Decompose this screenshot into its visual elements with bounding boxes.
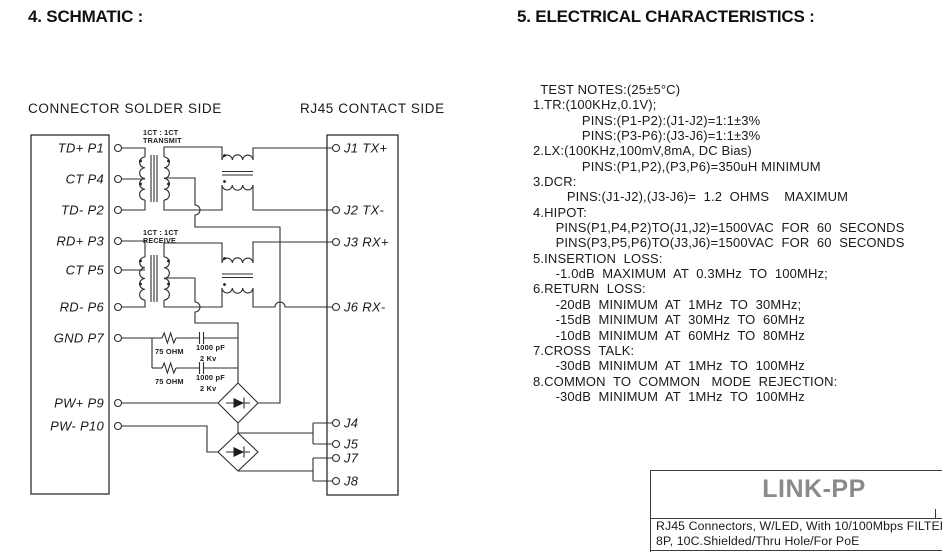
title-block-divider: [651, 550, 942, 551]
pin-label-p9: PW+ P9: [54, 396, 104, 411]
note-line: 5.INSERTION LOSS:: [533, 250, 663, 266]
transformer-transmit: 1CT : 1CT TRANSMIT: [139, 128, 182, 202]
note-line: -30dB MINIMUM AT 1MHz TO 100MHz: [533, 388, 805, 404]
note-line: 2.LX:(100KHz,100mV,8mA, DC Bias): [533, 143, 752, 159]
note-line: 1.TR:(100KHz,0.1V);: [533, 97, 657, 113]
bridge-rectifier-1: [217, 382, 259, 424]
choke-transmit: [221, 154, 254, 191]
rj45-side-label: RJ45 CONTACT SIDE: [300, 101, 445, 116]
capacitor-2-value: 1000 pF: [196, 373, 225, 382]
note-line: PINS:(P1-P2):(J1-J2)=1:1±3%: [533, 112, 761, 128]
pin-label-p3: RD+ P3: [56, 234, 104, 249]
pin-label-j7: J7: [343, 451, 359, 466]
resistor-1-label: 75 OHM: [155, 347, 184, 356]
note-line: PINS(P3,P5,P6)TO(J3,J6)=1500VAC FOR 60 S…: [533, 235, 905, 251]
connector-box: [30, 134, 110, 495]
part-description: RJ45 Connectors, W/LED, With 10/100Mbps …: [651, 517, 942, 550]
part-description-line-1: RJ45 Connectors, W/LED, With 10/100Mbps …: [656, 519, 942, 533]
note-line: -15dB MINIMUM AT 30MHz TO 60MHz: [533, 312, 805, 328]
ground-network: 75 OHM 1000 pF 2 Kv 75 OHM 1000 pF 2 Kv: [151, 331, 238, 393]
receive-wiring: [163, 241, 333, 383]
pin-label-j4: J4: [343, 416, 358, 431]
pin-label-p7: GND P7: [54, 331, 105, 346]
pin-label-p10: PW- P10: [50, 419, 104, 434]
transmit-wiring: [163, 146, 333, 404]
pin-label-p6: RD- P6: [60, 300, 105, 315]
capacitor-2-rating: 2 Kv: [200, 384, 217, 393]
note-line: 4.HIPOT:: [533, 204, 587, 220]
schematic-drawing: CONNECTOR SOLDER SIDE RJ45 CONTACT SIDE …: [28, 101, 445, 496]
poe-output-wires: [237, 422, 333, 482]
capacitor-1-value: 1000 pF: [196, 343, 225, 352]
pin-label-j3: J3 RX+: [343, 235, 389, 250]
pin-label-p5: CT P5: [66, 263, 105, 278]
left-pins: TD+ P1 CT P4 TD- P2 RD+ P3 CT P5 RD- P6 …: [50, 141, 123, 434]
t2-ratio-label: 1CT : 1CT: [143, 228, 179, 237]
note-line: 6.RETURN LOSS:: [533, 281, 646, 297]
test-notes-block: TEST NOTES:(25±5°C)1.TR:(100KHz,0.1V); P…: [533, 82, 905, 404]
capacitor-2: [176, 362, 238, 374]
note-line: PINS:(J1-J2),(J3-J6)= 1.2 OHMS MAXIMUM: [533, 189, 849, 205]
left-pin-wires: [121, 147, 218, 453]
bridge-rectifier-2: [217, 432, 259, 472]
pin-label-p1: TD+ P1: [58, 141, 104, 156]
resistor-2-label: 75 OHM: [155, 377, 184, 386]
electrical-section-heading: 5. ELECTRICAL CHARACTERISTICS :: [517, 7, 815, 26]
capacitor-1: [176, 332, 238, 344]
pin-label-p4: CT P4: [66, 172, 104, 187]
title-block: LINK-PP RJ45 Connectors, W/LED, With 10/…: [650, 470, 942, 552]
resistor-2: [161, 361, 177, 375]
transformer-receive: 1CT : 1CT RECEIVE: [139, 228, 179, 302]
note-line: 3.DCR:: [533, 174, 577, 190]
note-line: -1.0dB MAXIMUM AT 0.3MHz TO 100MHz;: [533, 266, 828, 282]
pin-label-p2: TD- P2: [61, 203, 104, 218]
note-line: PINS:(P1,P2),(P3,P6)=350uH MINIMUM: [533, 158, 821, 174]
note-line: -10dB MINIMUM AT 60MHz TO 80MHz: [533, 327, 805, 343]
schematic-section-heading: 4. SCHMATIC :: [28, 7, 144, 26]
note-line: 7.CROSS TALK:: [533, 342, 635, 358]
note-line: -30dB MINIMUM AT 1MHz TO 100MHz: [533, 358, 805, 374]
resistor-1: [161, 331, 177, 345]
rj45-box: [326, 134, 399, 496]
t1-ratio-label: 1CT : 1CT: [143, 128, 179, 137]
t2-name-label: RECEIVE: [143, 236, 176, 245]
note-line: 8.COMMON TO COMMON MODE REJECTION:: [533, 373, 838, 389]
choke-receive: [221, 257, 254, 294]
note-line: TEST NOTES:(25±5°C): [533, 82, 681, 97]
pin-label-j1: J1 TX+: [343, 141, 387, 156]
note-line: -20dB MINIMUM AT 1MHz TO 30MHz;: [533, 296, 802, 312]
note-line: PINS(P1,P4,P2)TO(J1,J2)=1500VAC FOR 60 S…: [533, 220, 905, 236]
note-line: PINS:(P3-P6):(J3-J6)=1:1±3%: [533, 128, 761, 144]
brand-row: LINK-PP: [651, 471, 942, 517]
pin-label-j5: J5: [343, 437, 359, 452]
capacitor-1-rating: 2 Kv: [200, 354, 217, 363]
brand-logo: LINK-PP: [762, 475, 866, 503]
pin-label-j2: J2 TX-: [343, 203, 384, 218]
pin-label-j8: J8: [343, 474, 359, 489]
title-block-column-tick: [935, 509, 936, 518]
connector-side-label: CONNECTOR SOLDER SIDE: [28, 101, 222, 116]
t1-name-label: TRANSMIT: [143, 136, 182, 145]
part-description-line-2: 8P, 10C.Shielded/Thru Hole/For PoE: [656, 534, 860, 549]
right-pins: J1 TX+ J2 TX- J3 RX+ J6 RX- J4 J5 J7 J8: [331, 141, 389, 489]
pin-label-j6: J6 RX-: [343, 300, 386, 315]
